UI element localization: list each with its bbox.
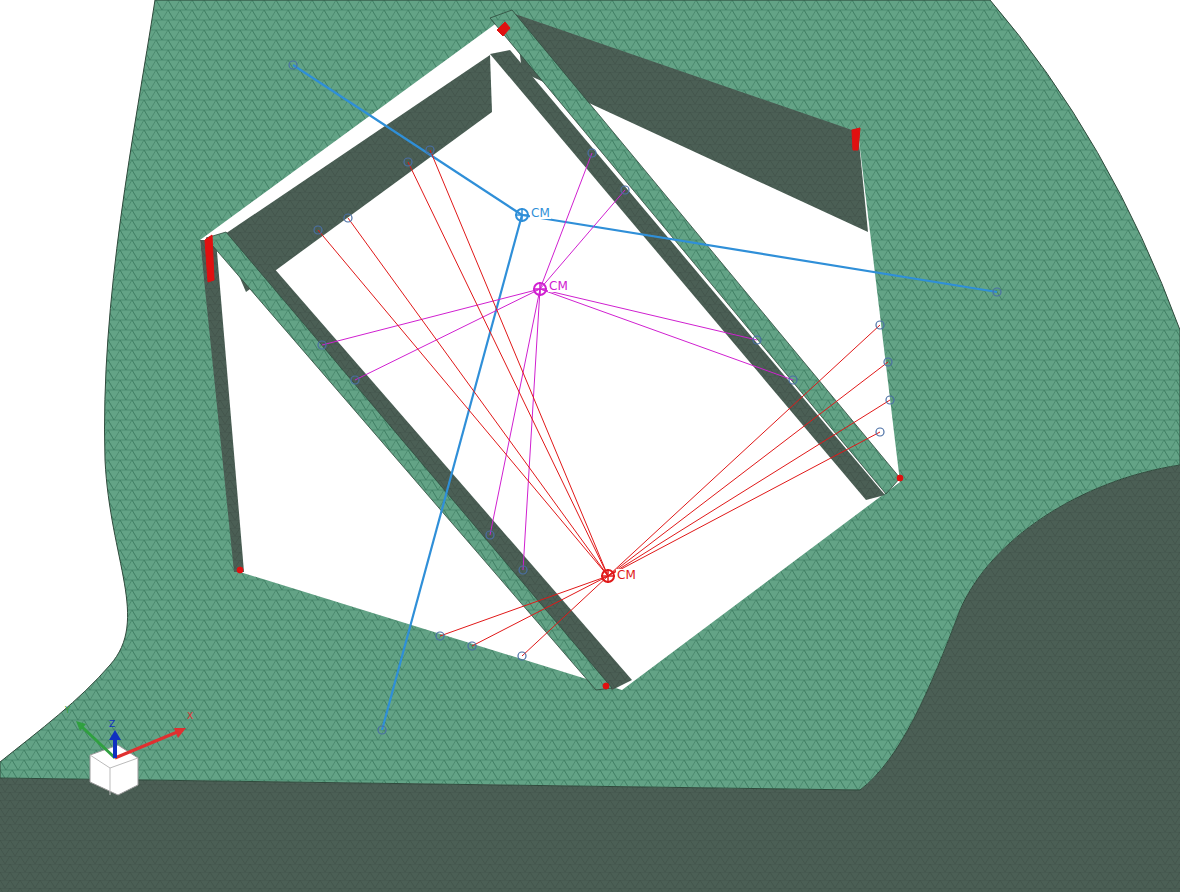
z-axis [109,730,121,740]
spider-node [876,321,884,329]
triad-cube [90,755,138,795]
cm-marker [516,209,528,221]
constraint-mark [897,475,903,481]
spider-node [993,288,1001,296]
spider-node [519,566,527,574]
spider-node [886,396,894,404]
spider-node [468,642,476,650]
cm-label: CM [616,569,637,581]
spider-leg [608,362,888,576]
spider-node [621,186,629,194]
spider-leg [322,289,540,345]
spider-node [486,531,494,539]
spider-leg [472,576,608,646]
spider-leg [440,576,608,636]
spider-node [426,146,434,154]
spider-leg [540,289,793,380]
axis-label: Z [108,720,116,729]
spider-node [518,652,526,660]
inner-wall [200,240,244,572]
axis-triad [76,721,186,795]
cm-marker [534,283,546,295]
rib-wall [490,50,885,500]
x-axis [174,728,186,738]
spider-leg [608,400,890,576]
cm-marker [515,208,529,222]
spider-leg [355,289,540,380]
spider-leg [540,190,625,289]
spider-leg [382,215,522,730]
constraint-mark [205,235,214,282]
spider-node [789,376,797,384]
spider-leg [608,325,880,576]
cm-label: CM [530,207,551,219]
constraint-mark [852,128,860,150]
spider-leg [608,432,880,576]
spider-node [588,149,596,157]
spider-node [876,428,884,436]
spider-leg [318,230,608,576]
spider-node [318,341,326,349]
cm-marker [601,569,615,583]
spider-node [289,61,297,69]
spider-leg [540,153,592,289]
spider-node [314,226,322,234]
cm-marker [602,570,614,582]
z-axis [113,738,117,758]
y-axis [76,721,86,731]
spider-node [378,726,386,734]
spider-leg [408,162,608,576]
x-axis [115,730,182,758]
spider-leg [293,65,522,215]
spider-leg [348,218,608,576]
axis-label: Y [64,706,72,715]
rib-top [490,10,900,494]
constraint-mark [603,683,609,689]
rib-top [206,232,612,690]
cm-label: CM [548,280,569,292]
y-axis [80,725,115,758]
constraint-mark [237,567,243,573]
spider-leg [540,289,757,340]
axis-label: X [186,712,194,721]
spider-node [436,632,444,640]
constraint-mark [497,22,510,36]
spider-node [884,358,892,366]
cm-marker [533,282,547,296]
spider-leg [522,576,608,656]
spider-node [351,376,359,384]
spider-node [344,214,352,222]
top-face [0,0,1180,790]
spider-node [753,336,761,344]
spider-node [404,158,412,166]
spider-leg [430,150,608,576]
